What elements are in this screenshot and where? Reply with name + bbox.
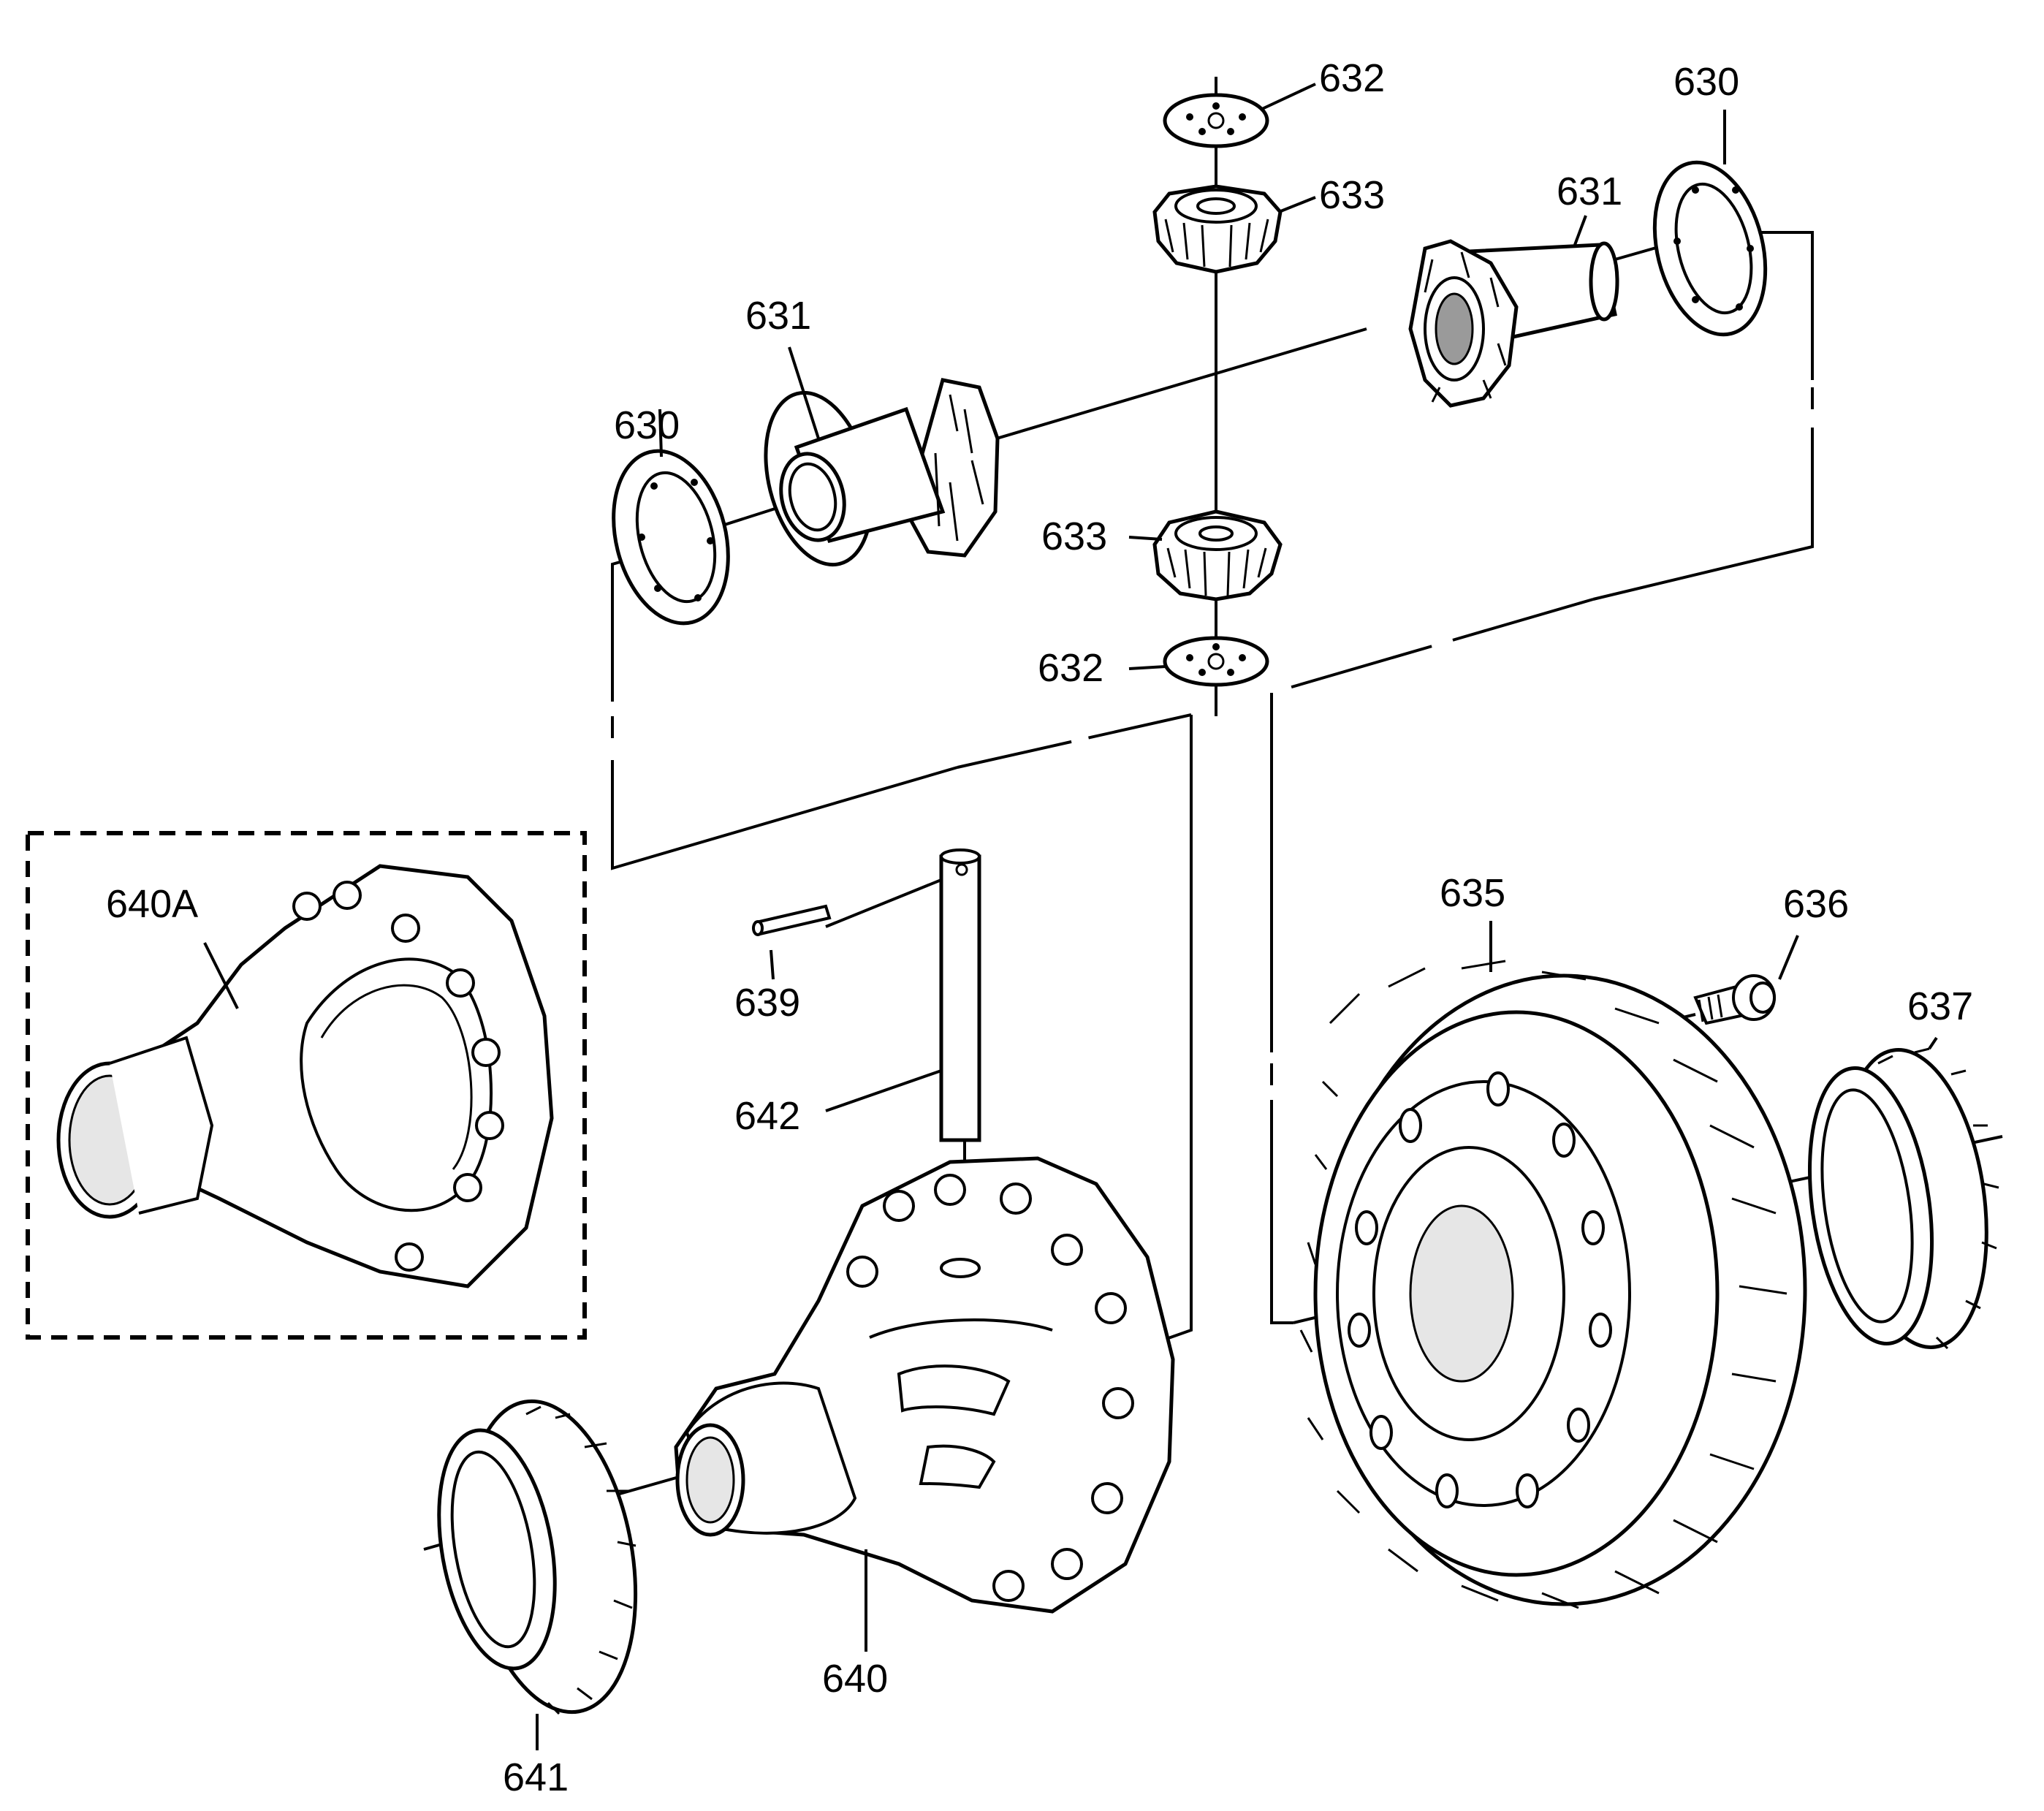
label-635: 635 xyxy=(1440,871,1505,915)
label-631-left: 631 xyxy=(745,294,811,338)
alternate-part-box xyxy=(26,831,587,1340)
label-632-bottom: 632 xyxy=(1038,646,1103,690)
side-gear-631-right xyxy=(1408,239,1619,408)
label-639: 639 xyxy=(734,981,800,1025)
callout-labels: 630 631 632 633 631 630 633 632 640A 639… xyxy=(106,56,1973,1799)
label-633-top: 633 xyxy=(1319,173,1385,217)
pinion-shaft-642 xyxy=(939,848,981,1142)
pin-639 xyxy=(752,904,832,936)
label-640: 640 xyxy=(822,1657,888,1701)
pinion-gear-633-mid xyxy=(1152,509,1283,601)
leader-lines xyxy=(203,83,1938,1750)
differential-case-640 xyxy=(674,1156,1175,1614)
label-632-top: 632 xyxy=(1319,56,1385,100)
bearing-637 xyxy=(1807,1047,1999,1350)
ring-gear-635 xyxy=(1299,960,1807,1609)
side-gear-631-left xyxy=(764,378,1000,567)
label-630-left: 630 xyxy=(614,403,680,447)
label-640A: 640A xyxy=(106,882,198,926)
label-641: 641 xyxy=(503,1755,569,1799)
differential-case-640A-alt xyxy=(26,831,587,1340)
thrust-washer-630-right xyxy=(1652,160,1768,337)
label-637: 637 xyxy=(1907,984,1973,1028)
pinion-washer-632-top xyxy=(1163,93,1269,148)
label-630-right: 630 xyxy=(1673,60,1739,104)
pinion-washer-632-bottom xyxy=(1163,636,1269,687)
label-636: 636 xyxy=(1783,882,1849,926)
thrust-washer-630-left xyxy=(612,449,730,626)
ring-gear-bolt-636 xyxy=(1693,974,1776,1025)
label-633-mid: 633 xyxy=(1041,515,1107,558)
pinion-gear-633-top xyxy=(1152,184,1283,274)
bearing-641 xyxy=(437,1399,638,1715)
label-631-right: 631 xyxy=(1557,170,1622,213)
label-642: 642 xyxy=(734,1094,800,1138)
